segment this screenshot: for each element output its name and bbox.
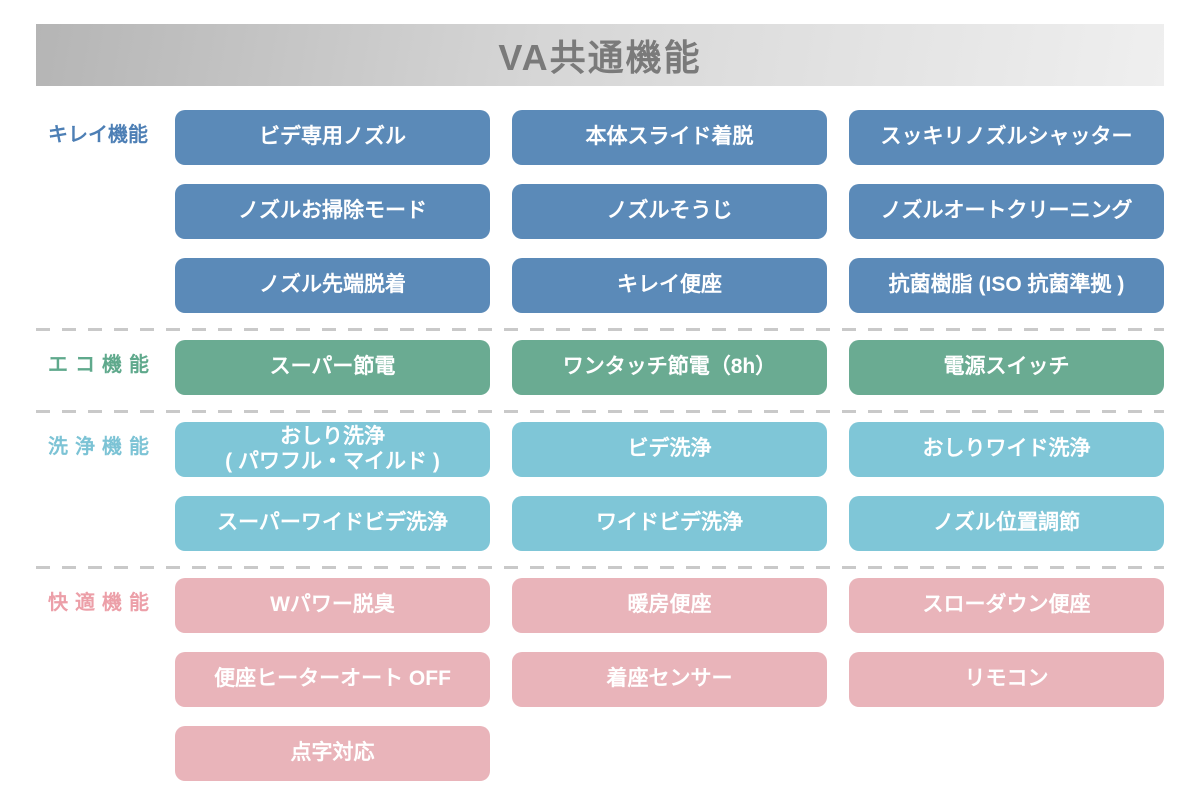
feature-item: ノズルお掃除モード	[175, 184, 490, 239]
feature-item: 電源スイッチ	[849, 340, 1164, 395]
feature-chart: VA共通機能 キレイ機能 ビデ専用ノズル 本体スライド着脱 スッキリノズルシャッ…	[36, 24, 1164, 781]
dashed-divider	[36, 566, 1164, 569]
section-rows-comfort: Wパワー脱臭 暖房便座 スローダウン便座 便座ヒーターオート OFF 着座センサ…	[175, 578, 1164, 781]
section-label-comfort: 快適機能	[48, 592, 156, 614]
section-rows-eco: スーパー節電 ワンタッチ節電（8h） 電源スイッチ	[175, 340, 1164, 395]
feature-item: リモコン	[849, 652, 1164, 707]
feature-item: ビデ洗浄	[512, 422, 827, 477]
feature-item: Wパワー脱臭	[175, 578, 490, 633]
feature-item: ビデ専用ノズル	[175, 110, 490, 165]
section-label-eco: エコ機能	[48, 354, 156, 376]
section-rows-wash: おしり洗浄 ( パワフル・マイルド ) ビデ洗浄 おしりワイド洗浄 スーパーワイ…	[175, 422, 1164, 551]
feature-item: 抗菌樹脂 (ISO 抗菌準拠 )	[849, 258, 1164, 313]
title-banner: VA共通機能	[36, 24, 1164, 86]
page-title: VA共通機能	[498, 37, 702, 78]
section-label-wash: 洗浄機能	[48, 436, 156, 458]
feature-item: スッキリノズルシャッター	[849, 110, 1164, 165]
feature-item: 暖房便座	[512, 578, 827, 633]
section-label-kirei: キレイ機能	[48, 124, 148, 146]
feature-item: ノズル位置調節	[849, 496, 1164, 551]
section-wash: 洗浄機能 おしり洗浄 ( パワフル・マイルド ) ビデ洗浄 おしりワイド洗浄 ス…	[36, 422, 1164, 551]
section-kirei: キレイ機能 ビデ専用ノズル 本体スライド着脱 スッキリノズルシャッター ノズルお…	[36, 110, 1164, 313]
section-comfort: 快適機能 Wパワー脱臭 暖房便座 スローダウン便座 便座ヒーターオート OFF …	[36, 578, 1164, 781]
section-rows-kirei: ビデ専用ノズル 本体スライド着脱 スッキリノズルシャッター ノズルお掃除モード …	[175, 110, 1164, 313]
feature-item: ワイドビデ洗浄	[512, 496, 827, 551]
dashed-divider	[36, 328, 1164, 331]
feature-item: スーパー節電	[175, 340, 490, 395]
feature-item: おしりワイド洗浄	[849, 422, 1164, 477]
section-eco: エコ機能 スーパー節電 ワンタッチ節電（8h） 電源スイッチ	[36, 340, 1164, 395]
feature-item: スーパーワイドビデ洗浄	[175, 496, 490, 551]
feature-item: 便座ヒーターオート OFF	[175, 652, 490, 707]
feature-item: 本体スライド着脱	[512, 110, 827, 165]
dashed-divider	[36, 410, 1164, 413]
feature-item: ノズルそうじ	[512, 184, 827, 239]
feature-item: ノズル先端脱着	[175, 258, 490, 313]
feature-item: 点字対応	[175, 726, 490, 781]
feature-item: ワンタッチ節電（8h）	[512, 340, 827, 395]
feature-item: 着座センサー	[512, 652, 827, 707]
feature-item: キレイ便座	[512, 258, 827, 313]
feature-item: おしり洗浄 ( パワフル・マイルド )	[175, 422, 490, 477]
feature-item: ノズルオートクリーニング	[849, 184, 1164, 239]
feature-item: スローダウン便座	[849, 578, 1164, 633]
